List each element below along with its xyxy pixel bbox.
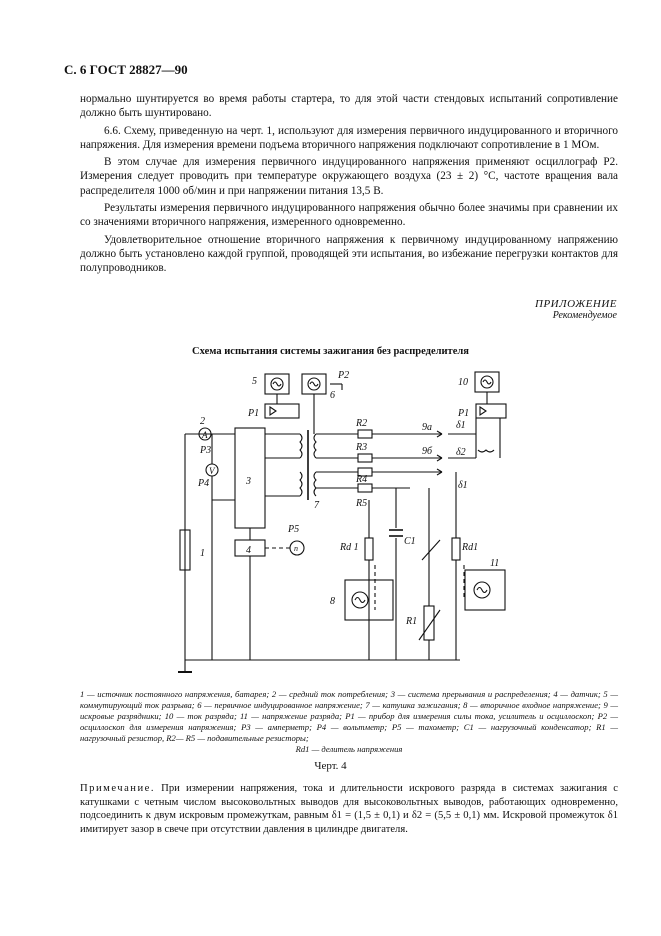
label-6: 6 [330, 390, 335, 401]
paragraph: нормально шунтируется во время работы ст… [80, 93, 618, 120]
ammeter-p3 [198, 427, 212, 441]
note: Примечание. При измерении напряжения, то… [80, 782, 618, 836]
paragraph: В этом случае для измерения первичного и… [80, 156, 618, 197]
resistor-r2 [357, 429, 373, 439]
note-text: При измерении напряжения, тока и длитель… [80, 783, 618, 835]
label-8: 8 [330, 596, 335, 607]
label-delta1-b: δ1 [458, 480, 468, 491]
paragraph: Результаты измерения первичного индуциро… [80, 202, 618, 229]
body-text: нормально шунтируется во время работы ст… [80, 92, 618, 279]
figure-legend: 1 — источник постоянного напряжения, бат… [80, 689, 618, 755]
legend-last: Rd1 — делитель напряжения [295, 744, 403, 754]
label-p1: P1 [247, 408, 259, 419]
label-v: V [209, 466, 216, 476]
label-r3: R3 [355, 442, 367, 453]
circuit-diagram: A V n [178, 370, 507, 673]
label-9b: 9б [422, 446, 433, 457]
label-rd1-left: Rd 1 [339, 542, 359, 553]
appendix-title: ПРИЛОЖЕНИЕ [535, 298, 617, 310]
scheme-title: Схема испытания системы зажигания без ра… [192, 346, 469, 357]
paragraph: 6.6. Схему, приведенную на черт. 1, испо… [80, 124, 618, 151]
divider-rd1-right [451, 537, 461, 561]
label-11: 11 [490, 558, 499, 569]
label-p4: P4 [197, 478, 209, 489]
load-resistor-r1 [423, 605, 435, 641]
label-10: 10 [458, 377, 468, 388]
label-r1: R1 [405, 616, 417, 627]
page-header: С. 6 ГОСТ 28827—90 [64, 62, 188, 77]
label-r5: R5 [355, 498, 367, 509]
battery-1 [179, 529, 191, 571]
label-r2: R2 [355, 418, 367, 429]
label-9a: 9а [422, 422, 432, 433]
label-r4: R4 [355, 474, 367, 485]
divider-rd1-left [364, 537, 374, 561]
label-p1-right: P1 [457, 408, 469, 419]
resistor-r5 [357, 483, 373, 493]
label-3: 3 [245, 476, 251, 487]
resistor-r3 [357, 453, 373, 463]
label-2: 2 [200, 416, 205, 427]
label-a: A [201, 430, 208, 440]
appendix-subtitle: Рекомендуемое [552, 310, 617, 321]
note-lead: Примечание. [80, 783, 155, 794]
label-c1: C1 [404, 536, 416, 547]
appendix-heading: ПРИЛОЖЕНИЕ Рекомендуемое [535, 298, 617, 322]
label-delta1: δ1 [456, 420, 466, 431]
oscilloscope-11 [464, 569, 506, 611]
figure-caption: Черт. 4 [314, 760, 347, 772]
label-p3: P3 [199, 445, 211, 456]
amplifier-p1-right [475, 403, 507, 419]
label-p5: P5 [287, 524, 299, 535]
legend-text: 1 — источник постоянного напряжения, бат… [80, 689, 618, 743]
amplifier-p1 [264, 403, 300, 419]
label-delta2: δ2 [456, 447, 466, 458]
paragraph: Удовлетворительное отношение вторичного … [80, 233, 618, 275]
label-7: 7 [314, 500, 320, 511]
label-5: 5 [252, 376, 257, 387]
label-1: 1 [200, 548, 205, 559]
label-p2: P2 [337, 370, 349, 381]
label-4: 4 [246, 545, 251, 556]
oscilloscope-8 [344, 579, 394, 621]
label-n: n [294, 544, 298, 553]
label-rd1-right: Rd1 [461, 542, 478, 553]
